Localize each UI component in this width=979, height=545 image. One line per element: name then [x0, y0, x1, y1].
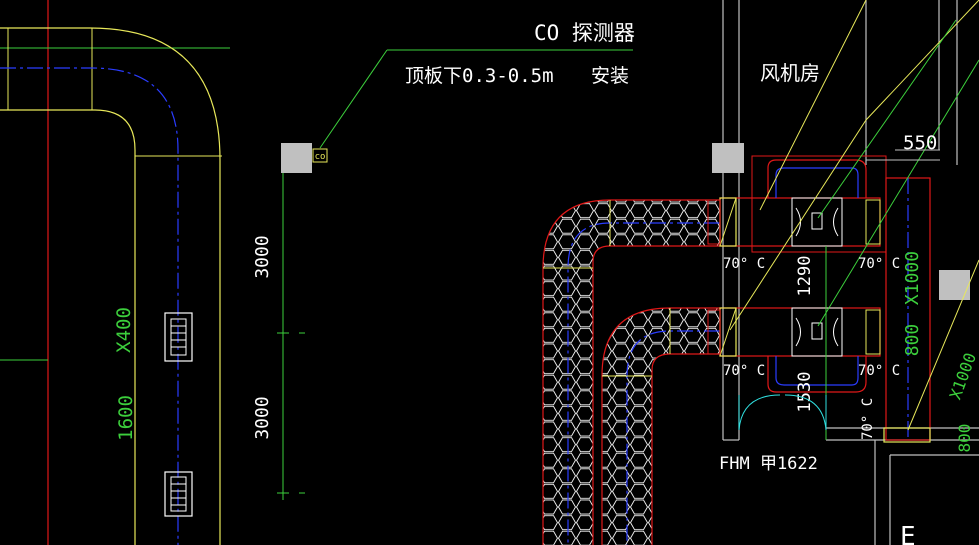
supply-grille-lower [164, 471, 193, 517]
dim-800-right: 800 [955, 424, 974, 453]
exhaust-ducts [542, 199, 720, 545]
duct-outline-inner [0, 109, 136, 545]
co-detector-group: co CO 探测器 顶板下0.3-0.5m 安装 3000 3000 [252, 21, 635, 500]
riser-right: 800 X1000 X1000 800 [883, 177, 979, 453]
fan-room-group: 风机房 E [712, 0, 979, 545]
dim-1530: 1530 [795, 372, 815, 413]
damper-label-4: 70° C [858, 363, 900, 379]
detector-symbol-right [939, 270, 970, 300]
dim-1290: 1290 [795, 256, 815, 297]
fan-unit-lower [707, 307, 881, 393]
dim-3000-upper: 3000 [252, 235, 273, 278]
duct-b-centre [626, 330, 720, 545]
damper-label-1: 70° C [723, 256, 765, 272]
damper-label-3: 70° C [723, 363, 765, 379]
duct-a-outline [542, 199, 720, 545]
duct-a-fill [543, 200, 720, 545]
door-tag: FHM 甲1622 [719, 454, 818, 474]
duct-b-outline [601, 307, 720, 545]
mount-height-label: 顶板下0.3-0.5m [405, 65, 554, 87]
fire-door: FHM 甲1622 [719, 394, 827, 474]
co-detector-symbol [281, 143, 312, 173]
co-detector-label: CO 探测器 [534, 21, 635, 45]
dim-x400: X400 [113, 307, 135, 353]
supply-grille-upper [164, 312, 193, 362]
dim-550: 550 [903, 132, 937, 154]
install-label: 安装 [591, 65, 629, 87]
letter-e: E [900, 522, 916, 545]
dim-800: 800 [902, 324, 923, 357]
duct-b-fill [602, 308, 720, 545]
fan-dims: 1290 1530 550 [795, 132, 937, 440]
damper-label-5: 70° C [860, 398, 876, 440]
dim-x1000-right: X1000 [946, 350, 979, 402]
duct-centreline [0, 67, 179, 545]
dim-1600: 1600 [115, 395, 137, 441]
leader-lines-fan-room [729, 0, 979, 431]
co-tag-box [312, 148, 328, 163]
duct-outline-outer [0, 27, 221, 545]
dim-x1000: X1000 [902, 251, 923, 305]
leader-diagonal [319, 49, 388, 149]
duct-a-centre [567, 222, 720, 545]
damper-label-2: 70° C [858, 256, 900, 272]
fan-room-label: 风机房 [760, 61, 820, 85]
damper-labels: 70° C 70° C 70° C 70° C 70° C [723, 256, 900, 440]
co-tag: co [315, 152, 326, 162]
dim-3000-lower: 3000 [252, 396, 273, 439]
detector-symbol-fanroom [712, 143, 744, 173]
left-duct-group: 1600 X400 [0, 0, 230, 545]
